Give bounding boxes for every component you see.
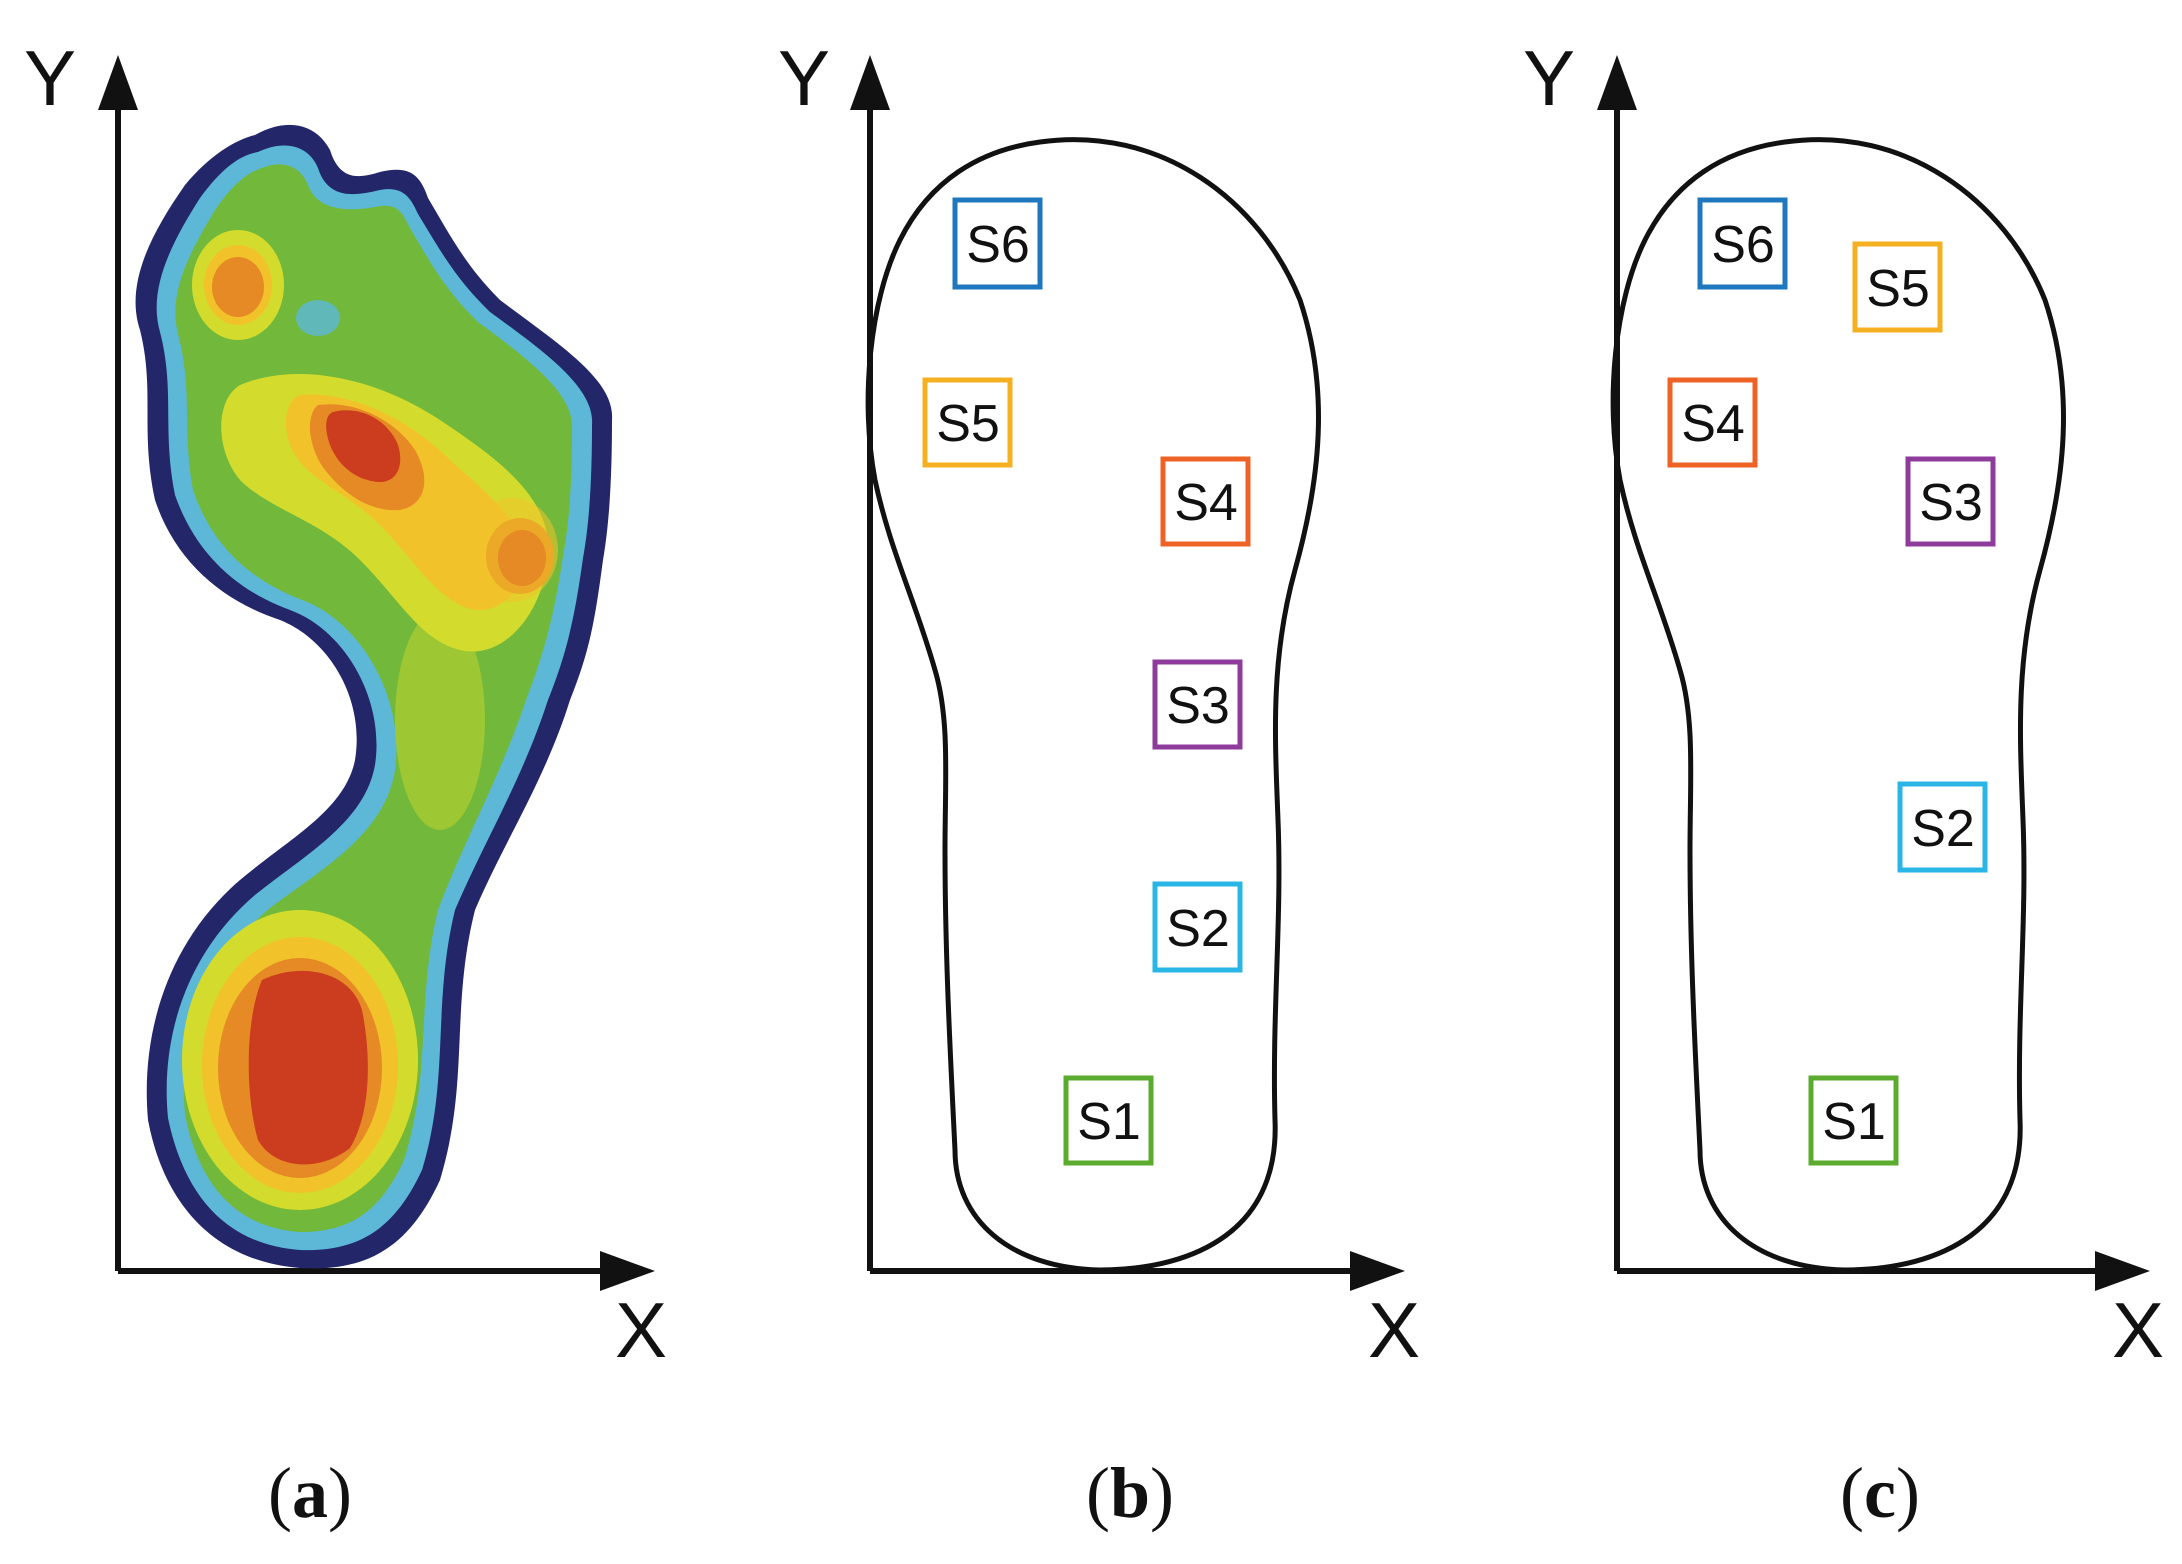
sensor-label: S2 xyxy=(1911,800,1975,858)
arch-shading xyxy=(395,610,485,830)
y-axis-title-b: Y xyxy=(778,34,830,122)
x-axis-arrowhead-b xyxy=(1350,1251,1405,1291)
sensor-s5-b: S5 xyxy=(922,377,1013,468)
sensor-box xyxy=(1152,881,1243,973)
y-axis-title-a: Y xyxy=(24,34,76,122)
sensor-box xyxy=(1852,241,1943,333)
x-axis-arrowhead-a xyxy=(600,1251,655,1291)
panel-label-b: (b) xyxy=(1086,1453,1174,1533)
sensor-label: S1 xyxy=(1822,1093,1886,1151)
y-axis-arrowhead-c xyxy=(1597,55,1637,110)
sensor-s1-c: S1 xyxy=(1808,1075,1899,1166)
sensor-s3-c: S3 xyxy=(1905,456,1996,547)
sensor-box xyxy=(1897,781,1988,873)
sensor-s1-b: S1 xyxy=(1063,1075,1154,1166)
sensor-s2-b: S2 xyxy=(1152,881,1243,973)
panel-c: Y X S6 S5 S4 S3 S2 S1 (c) xyxy=(1523,34,2164,1533)
sensor-label: S6 xyxy=(1711,216,1775,274)
sensor-label: S3 xyxy=(1166,677,1230,735)
met5-peak xyxy=(498,530,546,586)
sensor-s5-c: S5 xyxy=(1852,241,1943,333)
sensor-s2-c: S2 xyxy=(1897,781,1988,873)
sensor-s6-b: S6 xyxy=(952,197,1043,290)
insole-outline-b xyxy=(865,137,1321,1273)
x-axis-title-c: X xyxy=(2112,1286,2164,1374)
sensor-box xyxy=(1152,659,1243,750)
sensor-s4-c: S4 xyxy=(1667,377,1758,468)
sensor-s3-b: S3 xyxy=(1152,659,1243,750)
sensor-s6-c: S6 xyxy=(1697,197,1788,290)
sensor-s4-b: S4 xyxy=(1160,456,1251,547)
panel-label-c: (c) xyxy=(1840,1453,1920,1533)
y-axis-title-c: Y xyxy=(1523,34,1575,122)
x-axis-title-a: X xyxy=(615,1286,667,1374)
pressure-heatmap xyxy=(135,124,613,1269)
toe-peak xyxy=(212,257,264,317)
sensor-box xyxy=(1160,456,1251,547)
insole-outline-c xyxy=(1610,137,2066,1273)
heel-peak xyxy=(248,970,368,1165)
forefoot-peak xyxy=(326,410,401,483)
sensor-label: S4 xyxy=(1681,395,1745,453)
sensor-label: S1 xyxy=(1077,1093,1141,1151)
panel-b: Y X S6 S5 S4 S3 S2 S1 (b) xyxy=(778,34,1420,1533)
sensor-box xyxy=(922,377,1013,468)
sensor-box xyxy=(1697,197,1788,290)
sensor-label: S3 xyxy=(1919,474,1983,532)
sensor-box xyxy=(1667,377,1758,468)
sensor-label: S4 xyxy=(1174,474,1238,532)
y-axis-arrowhead-b xyxy=(850,55,890,110)
sensor-label: S5 xyxy=(936,395,1000,453)
panel-label-a: (a) xyxy=(268,1453,352,1533)
x-axis-title-b: X xyxy=(1368,1286,1420,1374)
sensor-box xyxy=(1905,456,1996,547)
panel-a: Y X (a) xyxy=(24,34,667,1533)
sensor-box xyxy=(1808,1075,1899,1166)
sensor-label: S5 xyxy=(1866,260,1930,318)
sensor-box xyxy=(1063,1075,1154,1166)
y-axis-arrowhead-a xyxy=(98,55,138,110)
sensor-box xyxy=(952,197,1043,290)
sensor-label: S6 xyxy=(966,216,1030,274)
sensor-label: S2 xyxy=(1166,900,1230,958)
x-axis-arrowhead-c xyxy=(2095,1251,2150,1291)
toe-gap xyxy=(296,300,340,336)
